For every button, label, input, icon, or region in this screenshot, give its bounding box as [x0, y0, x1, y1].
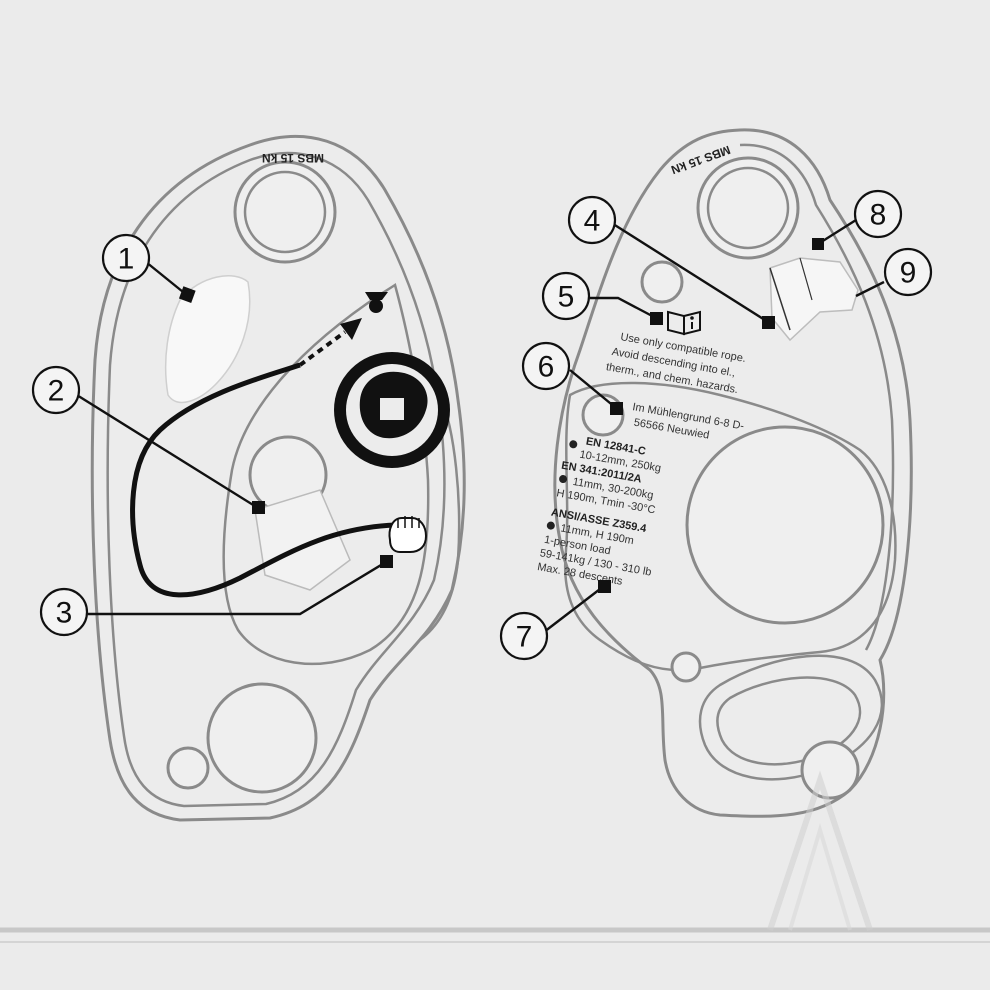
callout-3: 3	[39, 587, 89, 637]
svg-text:4: 4	[584, 205, 601, 238]
left-side-plate: MBS 15 kN	[90, 134, 466, 822]
bullet-icon	[546, 521, 555, 530]
svg-text:6: 6	[538, 351, 555, 384]
leader-4	[609, 220, 769, 324]
callout-8: 8	[853, 189, 903, 239]
callout-1: 1	[101, 233, 151, 283]
callout-9: 9	[883, 247, 933, 297]
watermark-logo	[767, 770, 873, 931]
callout-6: 6	[521, 341, 571, 391]
leader-7	[543, 585, 605, 633]
anchor-icon	[365, 292, 388, 313]
callout-4: 4	[567, 195, 617, 245]
right-side-plate: MBS 15 kN Use only compatible rope. Avoi…	[536, 128, 913, 818]
marker-4	[762, 316, 775, 329]
svg-text:2: 2	[48, 375, 65, 408]
svg-text:3: 3	[56, 597, 73, 630]
leader-8	[817, 218, 857, 246]
hand-icon	[388, 516, 428, 553]
callout-2: 2	[31, 365, 81, 415]
leader-6	[569, 369, 617, 409]
leader-9	[855, 280, 885, 298]
bottom-small-hole-right	[800, 740, 860, 800]
marker-5	[650, 312, 663, 325]
marker-6	[610, 402, 623, 415]
svg-text:5: 5	[558, 281, 575, 314]
direction-arrow-icon	[340, 318, 362, 340]
leader-1	[145, 261, 189, 297]
small-hole-lower	[670, 651, 702, 683]
manual-info-icon	[667, 310, 701, 336]
bullet-icon	[559, 475, 568, 484]
mbs-label-left: MBS 15 kN	[262, 151, 324, 165]
sticker-area	[164, 275, 251, 404]
marker-3	[380, 555, 393, 568]
small-hole-upper	[640, 260, 684, 304]
top-attachment-hole	[233, 160, 337, 264]
top-attachment-hole-right	[696, 156, 800, 260]
bottom-attachment-hole	[206, 682, 318, 794]
marker-8	[812, 238, 824, 250]
callout-7: 7	[499, 611, 549, 661]
svg-text:9: 9	[900, 257, 917, 290]
leader-5	[590, 296, 657, 320]
rope-sheave	[334, 352, 450, 468]
svg-text:8: 8	[870, 199, 887, 232]
marker-1	[178, 286, 196, 303]
svg-text:7: 7	[516, 621, 533, 654]
rope-path	[130, 362, 396, 598]
leader-2	[71, 390, 259, 510]
bullet-icon	[569, 440, 578, 449]
marker-2	[252, 501, 265, 514]
svg-text:1: 1	[118, 243, 135, 276]
small-bottom-hole	[166, 746, 210, 790]
marker-7	[598, 580, 611, 593]
callout-5: 5	[541, 271, 591, 321]
leader-3	[88, 560, 387, 616]
cam-hole	[685, 425, 885, 625]
worn-label-patch	[769, 257, 859, 342]
